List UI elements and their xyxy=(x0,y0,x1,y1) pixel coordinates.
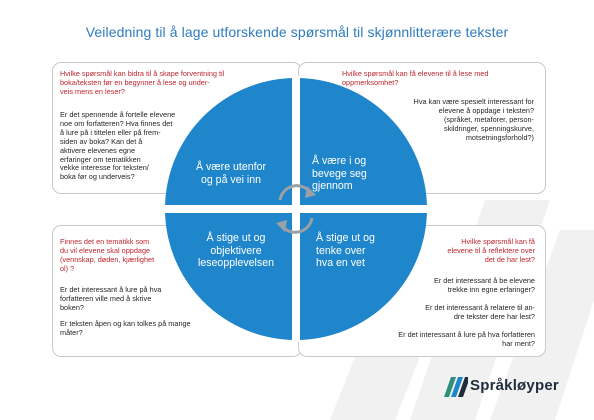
bottom-right-example-1: Er det interessant å be elevene trekke i… xyxy=(433,276,535,294)
bottom-right-example-3: Er det interessant å lure på hva forfatt… xyxy=(398,330,535,348)
label-top-right: Å være i og bevege seg gjennom xyxy=(312,155,367,192)
divider-horizontal xyxy=(163,205,429,213)
bottom-left-example-2: Er teksten åpen og kan tolkes på mange m… xyxy=(60,319,191,337)
label-top-left: Å være utenfor og på vei inn xyxy=(195,161,267,186)
bottom-left-example-1: Er det interessant å lure på hva forfatt… xyxy=(60,285,162,312)
bottom-right-example-2: Er det interessant å relatere til an- dr… xyxy=(425,303,535,321)
bottom-right-question: Hvilke spørsmål kan få elevene til å ref… xyxy=(447,237,535,264)
top-right-examples: Hva kan være spesielt interessant for el… xyxy=(413,97,534,142)
top-right-question: Hvilke spørsmål kan få elevene til å les… xyxy=(342,69,489,87)
arrow-head-top xyxy=(305,186,316,198)
label-bottom-left: Å stige ut og objektivere leseopplevelse… xyxy=(198,232,274,269)
arrow-head-bottom xyxy=(276,220,287,232)
bottom-left-question: Finnes det en tematikk som du vil eleven… xyxy=(60,237,155,273)
top-left-question: Hvilke spørsmål kan bidra til å skape fo… xyxy=(60,69,225,96)
label-bottom-right: Å stige ut og tenke over hva en vet xyxy=(316,232,375,269)
sprakloyper-logo-icon xyxy=(444,377,468,397)
top-left-examples: Er det spennende å fortelle elevene noe … xyxy=(60,110,176,182)
logo-text: Språkløyper xyxy=(470,377,559,394)
page-title: Veiledning til å lage utforskende spørsm… xyxy=(85,24,509,40)
